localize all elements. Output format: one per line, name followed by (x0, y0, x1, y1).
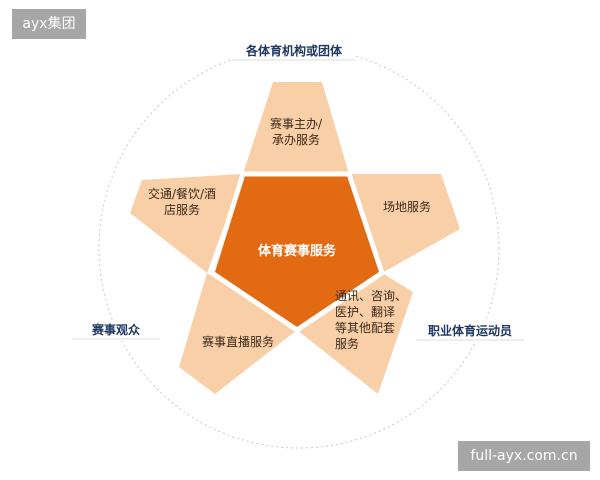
petal-label-line: 场地服务 (383, 199, 431, 214)
petal-label-line: 服务 (335, 336, 359, 351)
petal-support (297, 273, 413, 394)
outer-label-left-text: 赛事观众 (91, 322, 141, 337)
outer-label-right: 职业体育运动员 (416, 321, 524, 341)
outer-ring (98, 47, 500, 449)
site-url-watermark: full-ayx.com.cn (458, 441, 590, 471)
outer-label-top: 各体育机构或团体 (232, 41, 356, 61)
petal-label-venue: 场地服务 (383, 199, 431, 214)
outer-label-top-text: 各体育机构或团体 (245, 43, 343, 58)
outer-label-right-text: 职业体育运动员 (428, 323, 512, 338)
petal-label-line: 赛事主办/ (270, 116, 323, 131)
logo-watermark: ayx集团 (12, 9, 86, 39)
petal-label-line: 医护、翻译 (335, 305, 395, 319)
petal-venue (349, 174, 460, 273)
center-pentagon (209, 171, 385, 333)
outer-label-left: 赛事观众 (72, 320, 160, 340)
petal-transport (130, 174, 243, 273)
petal-broadcast (179, 273, 297, 394)
petal-label-line: 承办服务 (272, 132, 320, 147)
petal-label-hosting: 赛事主办/承办服务 (270, 116, 323, 147)
petal-label-broadcast: 赛事直播服务 (202, 334, 274, 349)
center-label: 体育赛事服务 (258, 243, 337, 259)
petal-label-support: 通讯、咨询、医护、翻译等其他配套服务 (335, 288, 407, 351)
petal-label-line: 交通/餐饮/酒 (148, 186, 216, 201)
petal-label-line: 通讯、咨询、 (335, 288, 407, 303)
petal-hosting (243, 82, 349, 174)
petal-label-line: 店服务 (164, 202, 200, 217)
petal-label-line: 赛事直播服务 (202, 334, 274, 349)
petal-label-line: 等其他配套 (335, 321, 395, 335)
petal-label-transport: 交通/餐饮/酒店服务 (148, 186, 216, 217)
